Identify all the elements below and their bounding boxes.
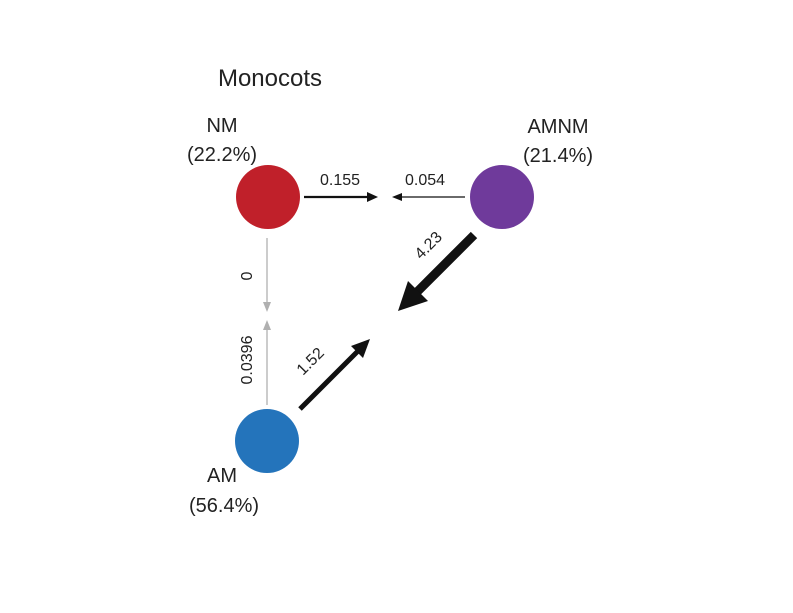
rate-amnm-to-am: 4.23 (412, 229, 446, 263)
rate-am-to-nm: 0.0396 (239, 335, 256, 384)
amnm-node-percent: (21.4%) (523, 145, 593, 167)
arrow-amnm-to-nm (392, 193, 465, 201)
arrow-am-to-amnm-head (351, 339, 370, 358)
arrow-amnm-to-am-shaft (411, 231, 478, 298)
rate-am-to-amnm: 1.52 (294, 345, 328, 379)
arrow-nm-to-amnm (304, 192, 378, 202)
amnm-node-name: AMNM (527, 116, 588, 138)
rate-nm-to-amnm: 0.155 (320, 172, 360, 189)
am-node-name: AM (207, 465, 237, 487)
nm-node-circle (236, 165, 300, 229)
rate-amnm-to-nm: 0.054 (405, 172, 445, 189)
arrow-nm-to-am-head (263, 302, 271, 312)
arrow-nm-to-amnm-head (367, 192, 378, 202)
nm-node-percent: (22.2%) (187, 144, 257, 166)
amnm-node-circle (470, 165, 534, 229)
am-node-circle (235, 409, 299, 473)
arrow-amnm-to-am (398, 231, 478, 311)
am-node-percent: (56.4%) (189, 495, 259, 517)
arrow-amnm-to-am-head (398, 281, 428, 311)
nm-node-name: NM (206, 115, 237, 137)
arrow-am-to-amnm-shaft (298, 349, 360, 411)
arrow-am-to-nm-head (263, 320, 271, 330)
arrow-am-to-amnm (298, 339, 370, 411)
rate-nm-to-am: 0 (239, 271, 256, 280)
arrow-am-to-nm (263, 320, 271, 405)
diagram-title: Monocots (218, 65, 322, 92)
arrow-amnm-to-nm-head (392, 193, 402, 201)
arrow-nm-to-am (263, 238, 271, 312)
